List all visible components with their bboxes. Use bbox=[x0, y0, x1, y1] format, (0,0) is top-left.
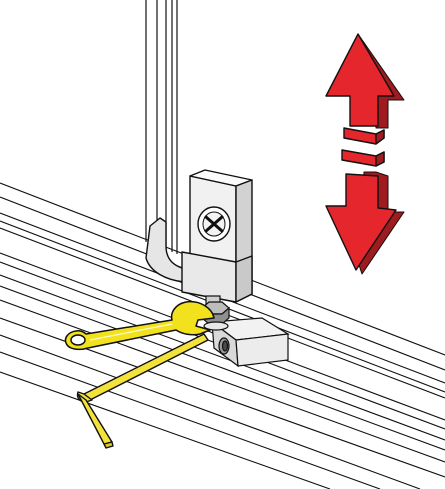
lower-track bbox=[0, 252, 445, 489]
allen-hex-key-icon bbox=[76, 333, 209, 449]
roller-carriage-block bbox=[210, 317, 290, 368]
phillips-screw-icon bbox=[197, 206, 231, 242]
glass-panel-frame bbox=[145, 0, 178, 254]
adjustment-bracket bbox=[145, 169, 253, 303]
open-end-wrench-icon bbox=[64, 300, 215, 351]
up-down-arrow-icon bbox=[325, 33, 405, 275]
